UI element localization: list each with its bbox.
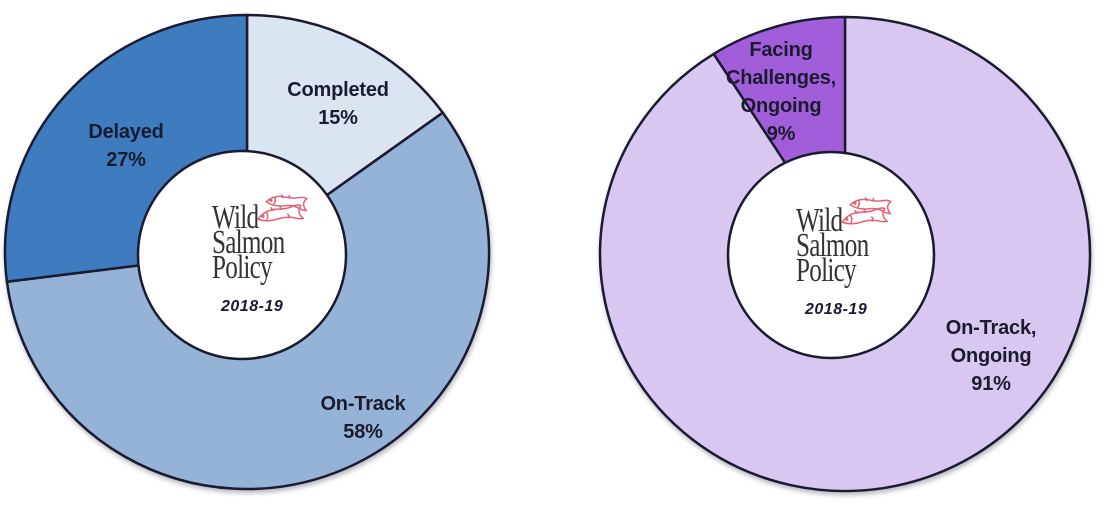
logo-year: 2018-19 <box>221 298 284 315</box>
donut-center-hole <box>136 149 348 361</box>
logo-line: Salmon <box>796 227 869 264</box>
logo-line: Policy <box>212 249 273 286</box>
right-donut-chart <box>598 15 1092 493</box>
logo-text: Wild Salmon Policy <box>212 199 323 286</box>
logo-line: Wild <box>796 202 843 239</box>
wild-salmon-policy-logo-left: Wild Salmon Policy 2018-19 <box>212 194 362 345</box>
donut-center-hole <box>726 150 936 360</box>
salmon-fish-icon <box>257 194 308 222</box>
wild-salmon-policy-logo-right: Wild Salmon Policy 2018-19 <box>796 197 946 348</box>
logo-text: Wild Salmon Policy <box>796 202 907 289</box>
logo-line: Policy <box>796 252 857 289</box>
logo-line: Salmon <box>212 224 285 261</box>
logo-line: Wild <box>212 199 259 236</box>
logo-year: 2018-19 <box>805 301 868 318</box>
salmon-fish-icon <box>841 197 892 225</box>
left-donut-chart <box>3 13 491 491</box>
